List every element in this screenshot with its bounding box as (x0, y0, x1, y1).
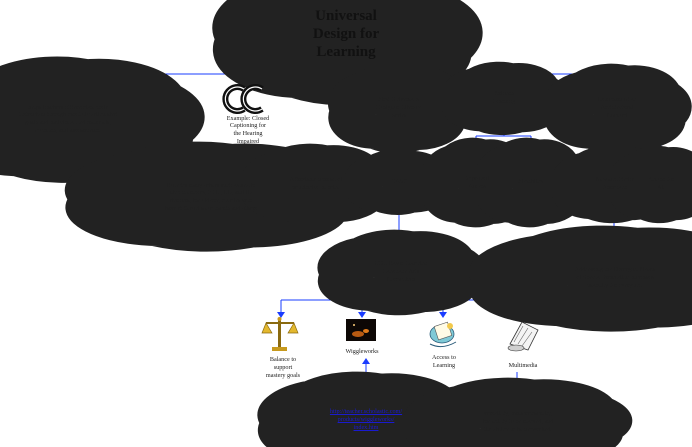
closed-caption-logo (222, 84, 264, 114)
versatility-text: versatility, transformability, the abili… (482, 410, 554, 433)
access-learning-icon (429, 321, 457, 348)
wiggleworks-link[interactable]: http://teacher.scholastic.com/ products/… (329, 408, 403, 431)
wiggleworks-text: Wiggleworks (345, 348, 379, 356)
closed-captioning-text: Example: Closed Captioning for the Heari… (226, 114, 270, 145)
access-for-all-text: Access for All (647, 176, 675, 191)
extends-learning-text: Extends Learning (492, 90, 516, 105)
architectural-text: Extension of an Architectural Concept (597, 96, 637, 119)
benefits-text: Benefits many others such as health club… (164, 181, 258, 212)
affordable-text: Affordable instead of prohibitive in pri… (289, 176, 343, 191)
cast-text: CAST (391, 178, 407, 186)
wiggleworks-photo (346, 319, 376, 341)
new-approach-text: New and Better Approach (595, 176, 635, 191)
literacy-series-text: First Universally Designed Literacy Seri… (376, 96, 422, 119)
balance-text: Balance to support mastery goals (265, 356, 301, 379)
flexibility-text: Flexibility (518, 178, 544, 186)
differentiate-text: helps teachers differentiate their instr… (18, 103, 118, 134)
multimedia-text: Multimedia (508, 362, 538, 370)
balance-scale-icon (261, 317, 299, 351)
root-title: Universal Design for Learning (312, 8, 380, 60)
udl-curriculum-text: UDL Based Learning Language Arts Curricu… (374, 260, 428, 283)
improved-access-text: Improved Access (464, 175, 490, 190)
divergent-needs-text: Addressing the Divergent Needs of Specia… (574, 266, 656, 289)
multimedia-icon (507, 321, 539, 352)
access-learning-text: Access to Learning (432, 354, 456, 369)
